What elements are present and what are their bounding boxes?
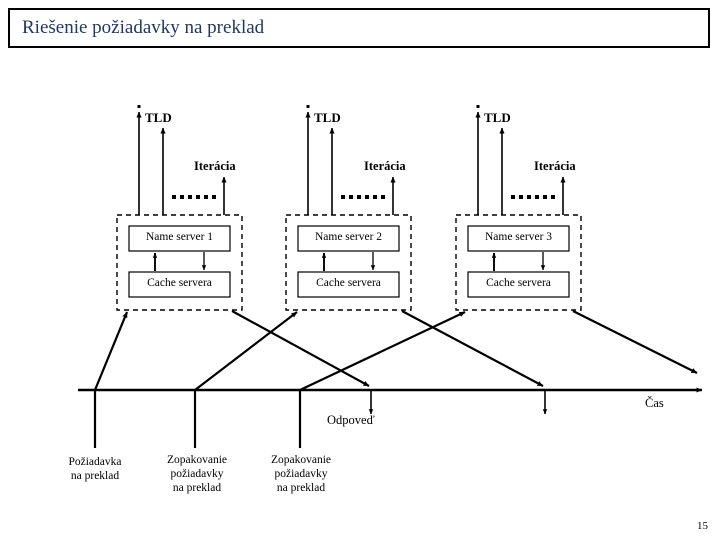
group-3-dashed-box — [455, 214, 582, 311]
page-title: Riešenie požiadavky na preklad — [22, 17, 265, 38]
bottom-label-retry-1-line3: na preklad — [172, 482, 222, 494]
name-server-box-1 — [128, 225, 231, 252]
name-server-label-3: Name server 3 — [484, 231, 553, 243]
name-server-box-3 — [467, 225, 570, 252]
bottom-label-retry-2-line3: na preklad — [276, 482, 326, 494]
ellipsis-1 — [172, 195, 216, 199]
root-dot-2 — [306, 105, 310, 108]
time-axis-label: Čas — [645, 396, 664, 410]
time-axis — [78, 387, 703, 448]
bottom-label-request-line2: na preklad — [70, 470, 120, 482]
cache-box-2 — [297, 271, 400, 298]
group-1-dashed-box — [116, 214, 243, 311]
bottom-label-retry-2-line1: Zopakovanie — [270, 454, 332, 466]
tld-label-2: TLD — [314, 110, 341, 125]
message-arrows — [93, 310, 698, 391]
tld-label-1: TLD — [145, 110, 172, 125]
name-server-label-1: Name server 1 — [145, 231, 214, 243]
bottom-label-retry-1-line2: požiadavky — [170, 468, 224, 480]
cache-box-1 — [128, 271, 231, 298]
arrow-retry-2-to-server-3 — [299, 311, 466, 391]
bottom-label-request-line1: Požiadavka — [68, 456, 122, 468]
page-number: 15 — [697, 520, 708, 532]
cache-label-1: Cache servera — [147, 277, 212, 289]
cache-box-3 — [467, 271, 570, 298]
bottom-label-retry-1: Zopakovanie požiadavky na preklad — [147, 453, 247, 495]
response-label: Odpoveď — [327, 413, 375, 427]
arrow-request-to-server-1 — [93, 311, 129, 391]
bottom-label-retry-2-line2: požiadavky — [274, 468, 328, 480]
iteration-label-2: Iterácia — [364, 159, 406, 173]
arrow-server-3-to-client — [572, 310, 698, 374]
group-3-container — [455, 214, 582, 311]
bottom-label-retry-2: Zopakovanie požiadavky na preklad — [251, 453, 351, 495]
root-dot-3 — [476, 105, 480, 108]
bottom-label-retry-1-line1: Zopakovanie — [166, 454, 228, 466]
title-box: Riešenie požiadavky na preklad — [8, 8, 710, 48]
iteration-label-3: Iterácia — [534, 159, 576, 173]
group-2-uplinks — [305, 105, 396, 215]
group-2-container — [285, 214, 412, 311]
ellipsis-3 — [511, 195, 555, 199]
cache-label-3: Cache servera — [486, 277, 551, 289]
tld-label-3: TLD — [484, 110, 511, 125]
arrow-server-1-to-client — [231, 310, 370, 387]
root-dot-1 — [137, 105, 141, 108]
bottom-label-request: Požiadavka na preklad — [45, 455, 145, 483]
arrow-retry-1-to-server-2 — [194, 311, 298, 391]
group-3-uplinks — [475, 105, 566, 215]
group-1-container — [116, 214, 243, 311]
name-server-box-2 — [297, 225, 400, 252]
group-1-uplinks — [136, 105, 227, 215]
arrow-server-2-to-client — [401, 310, 544, 387]
iteration-label-1: Iterácia — [194, 159, 236, 173]
group-2-dashed-box — [285, 214, 412, 311]
name-server-label-2: Name server 2 — [314, 231, 383, 243]
cache-label-2: Cache servera — [316, 277, 381, 289]
ellipsis-2 — [341, 195, 385, 199]
